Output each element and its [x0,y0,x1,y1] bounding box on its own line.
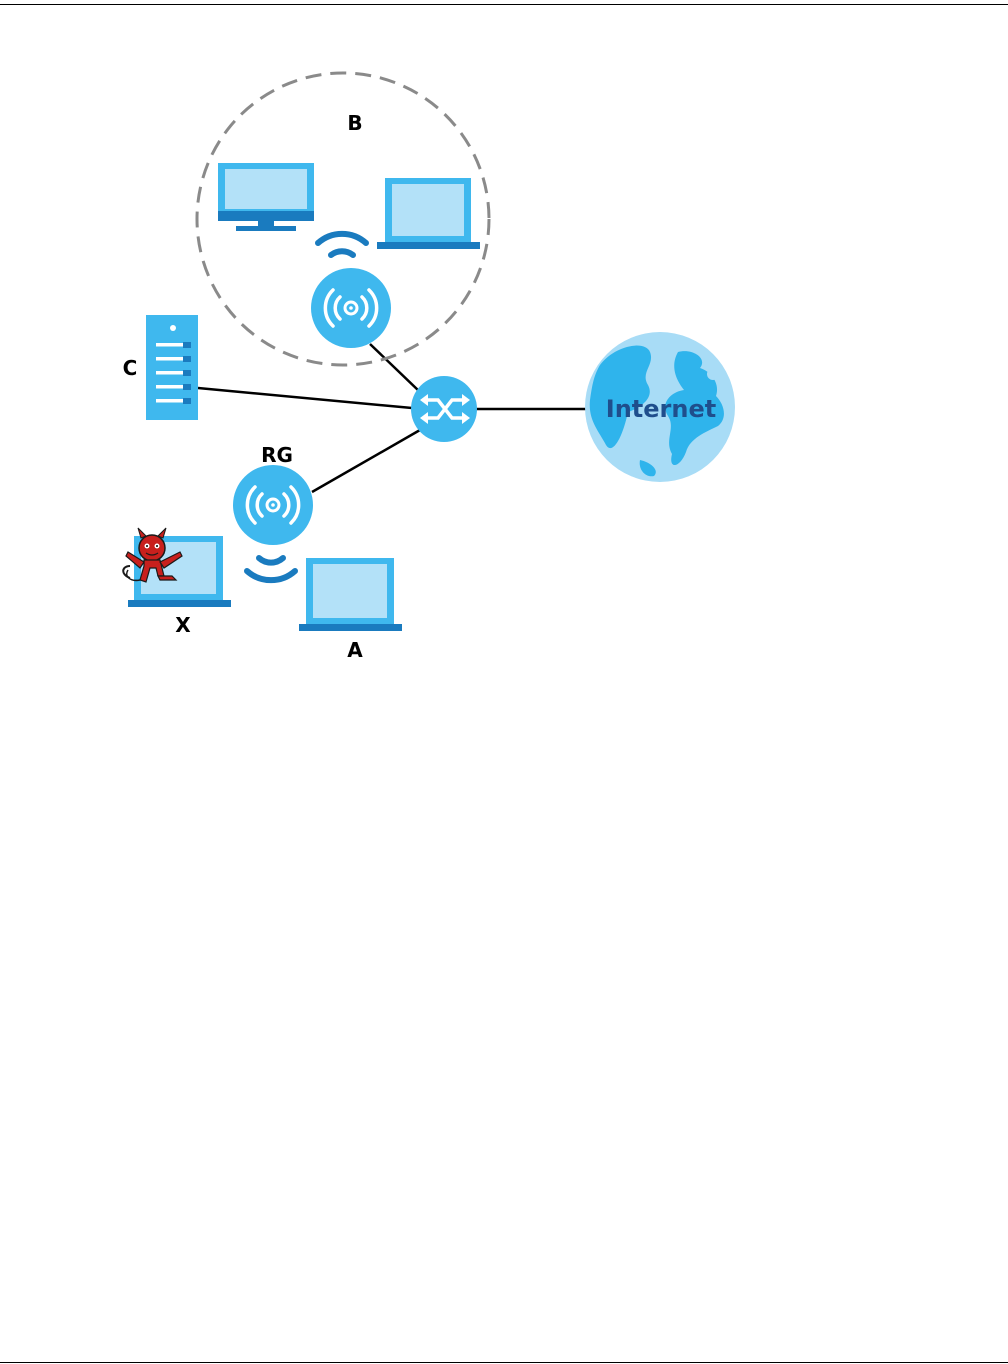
network-diagram: Internet [0,0,1008,700]
label-c: C [123,356,138,380]
label-x: X [175,613,191,637]
switch-router-icon [411,376,477,442]
label-b: B [347,111,362,135]
link-ap-rg-router [312,430,420,492]
wifi-signal-icon [247,558,295,580]
laptop-icon [299,558,402,631]
page-bottom-rule [0,1362,1008,1363]
globe-icon: Internet [585,332,735,482]
label-rg: RG [261,443,293,467]
link-server-router [198,388,412,408]
desktop-monitor-icon [218,163,314,231]
wifi-signal-icon [318,234,366,255]
link-ap-b-router [370,344,420,392]
label-a: A [347,638,363,662]
server-tower-icon [146,315,198,420]
laptop-icon [377,178,480,249]
wireless-access-point-icon [233,465,313,545]
wireless-access-point-icon [311,268,391,348]
internet-label: Internet [606,395,716,423]
